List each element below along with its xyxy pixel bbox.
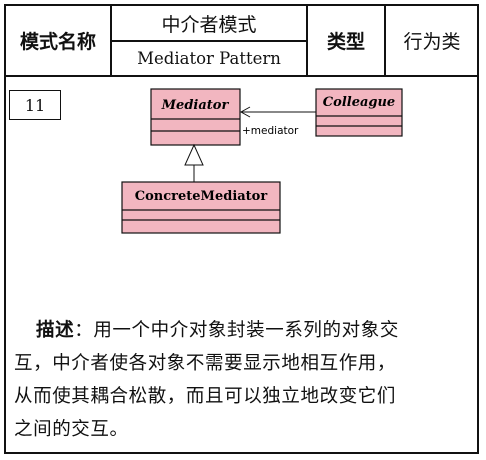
pattern-name-label: 模式名称 bbox=[19, 31, 96, 53]
description-colon: ： bbox=[74, 320, 94, 341]
colleague-class-box bbox=[315, 88, 403, 137]
description-line-1: 描述：用一个中介对象封装一系列的对象交 bbox=[14, 314, 468, 347]
colleague-class: Colleague bbox=[315, 88, 403, 137]
concrete-mediator-class-name: ConcreteMediator bbox=[135, 189, 268, 204]
description-label: 描述 bbox=[36, 320, 75, 341]
mediator-class-box bbox=[150, 88, 241, 146]
pattern-card bbox=[4, 4, 479, 454]
association-role-label: +mediator bbox=[242, 125, 299, 137]
header-divider-3 bbox=[384, 4, 386, 76]
concrete-mediator-class-box bbox=[121, 181, 281, 234]
description-line-3: 从而使其耦合松散，而且可以独立地改变它们 bbox=[14, 386, 397, 407]
figure-number: 11 bbox=[9, 90, 61, 120]
header-divider-1 bbox=[110, 4, 112, 76]
generalization-triangle bbox=[184, 143, 204, 166]
mediator-class-name: Mediator bbox=[161, 98, 230, 113]
pattern-description: 描述：用一个中介对象封装一系列的对象交 互，中介者使各对象不需要显示地相互作用，… bbox=[14, 314, 468, 446]
association-arrowhead bbox=[239, 106, 251, 118]
mediator-class: Mediator bbox=[150, 88, 241, 146]
header-divider-2 bbox=[306, 4, 308, 76]
colleague-class-name: Colleague bbox=[323, 95, 395, 110]
pattern-name-en: Mediator Pattern bbox=[137, 49, 281, 68]
pattern-name-cn: 中介者模式 bbox=[161, 13, 257, 36]
header-bottom-rule bbox=[4, 75, 479, 77]
type-label: 类型 bbox=[326, 31, 365, 53]
description-text-1: 用一个中介对象封装一系列的对象交 bbox=[93, 320, 399, 341]
association-arrow: +mediator bbox=[239, 106, 316, 137]
concrete-mediator-class: ConcreteMediator bbox=[121, 181, 281, 234]
generalization-arrow bbox=[184, 143, 204, 182]
name-cell-divider bbox=[111, 40, 307, 42]
description-line-4: 之间的交互。 bbox=[14, 419, 129, 440]
type-value: 行为类 bbox=[403, 31, 461, 53]
description-line-2: 互，中介者使各对象不需要显示地相互作用， bbox=[14, 353, 397, 374]
